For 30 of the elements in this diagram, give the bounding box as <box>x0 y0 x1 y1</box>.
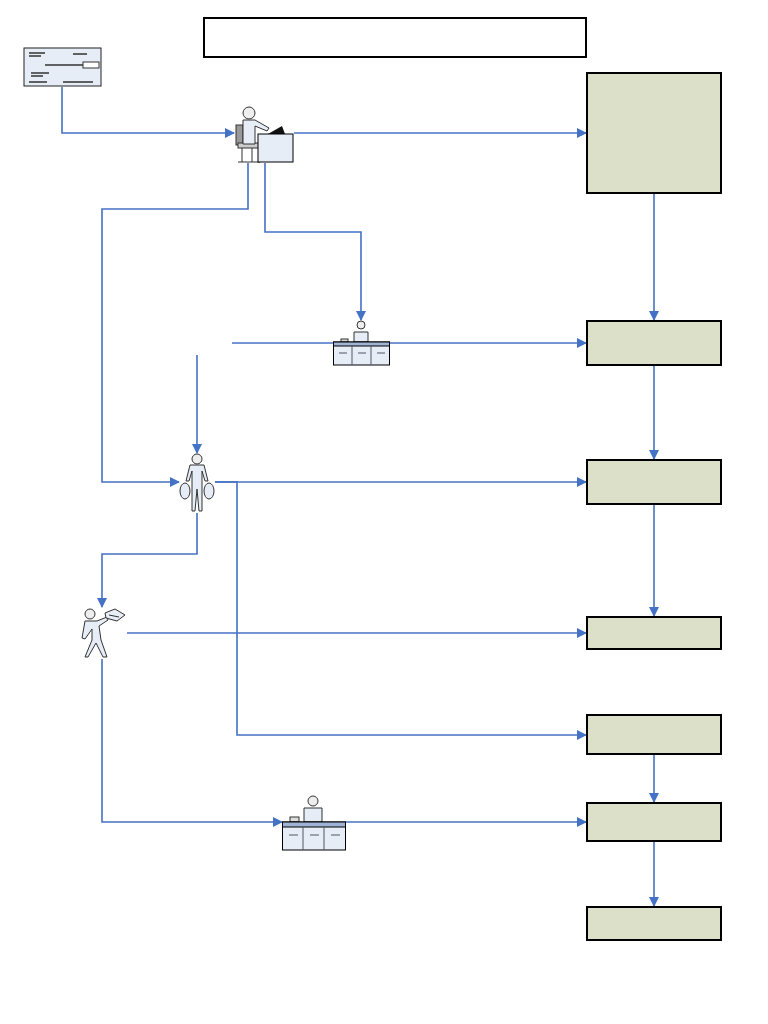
process-box <box>586 906 722 941</box>
arrow <box>649 504 659 617</box>
arrow <box>126 628 587 638</box>
picture <box>333 320 390 366</box>
process-box <box>586 714 722 755</box>
arrow <box>649 365 659 460</box>
process-box <box>586 320 722 366</box>
arrow <box>97 512 198 608</box>
process-box <box>586 616 722 650</box>
picture <box>234 103 294 163</box>
picture <box>23 47 102 87</box>
arrow <box>345 817 587 827</box>
title-box <box>203 17 587 58</box>
process-box <box>586 459 722 505</box>
arrow <box>264 162 366 321</box>
arrow <box>649 841 659 907</box>
arrow <box>214 481 587 740</box>
arrow <box>649 193 659 321</box>
arrow <box>192 354 202 454</box>
arrow <box>389 338 587 348</box>
arrow <box>101 658 283 827</box>
arrow <box>61 86 235 138</box>
process-box <box>586 72 722 194</box>
arrow <box>293 128 587 138</box>
picture <box>179 453 215 513</box>
connector-line <box>231 342 334 344</box>
process-box <box>586 802 722 842</box>
arrow <box>649 754 659 803</box>
arrow <box>101 162 249 487</box>
picture <box>282 795 346 851</box>
